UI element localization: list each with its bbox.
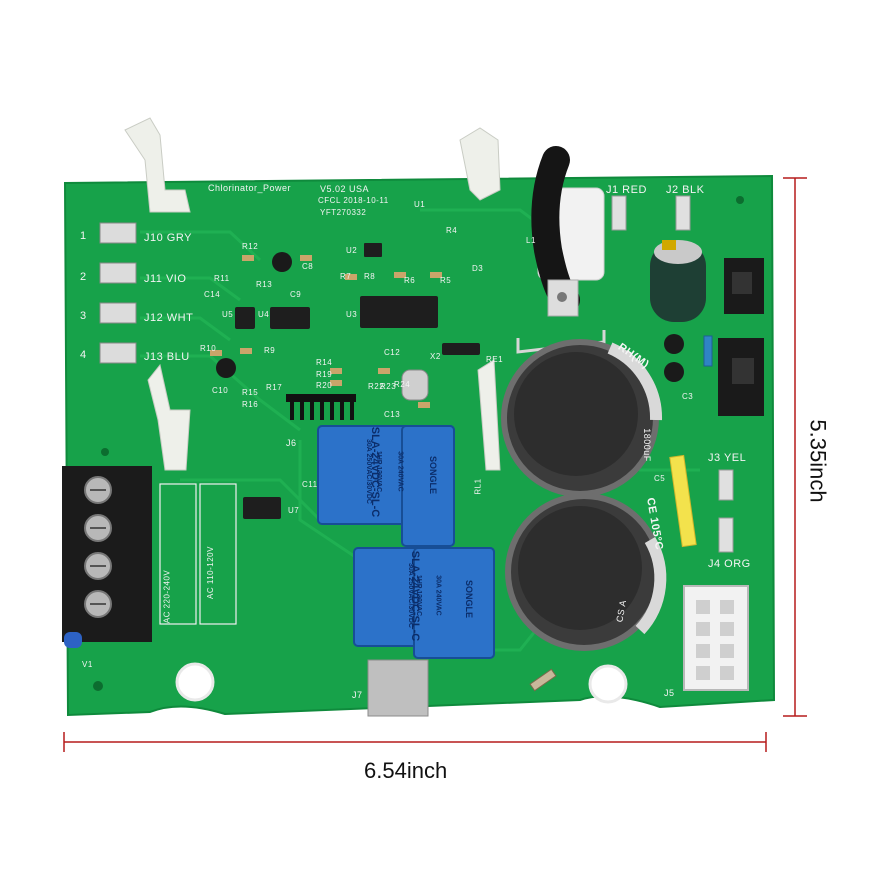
- connector-2-number: 2: [80, 271, 87, 283]
- left-spade-connectors: [99, 222, 137, 364]
- relay-lower-rating-3: 30A 240VAC: [434, 575, 442, 616]
- refdes-r10: R10: [200, 344, 217, 353]
- terminal-block: [62, 466, 152, 642]
- refdes-r11: R11: [214, 274, 230, 283]
- width-dimension-label: 6.54inch: [364, 758, 448, 783]
- width-dimension-line: [63, 732, 767, 752]
- connector-j12-label: J12 WHT: [144, 312, 194, 324]
- axial-resistor-1: [703, 335, 713, 367]
- refdes-r6: R6: [404, 276, 416, 285]
- connector-j6-label: J6: [286, 438, 297, 448]
- board-version-label: V5.02 USA: [320, 184, 370, 194]
- relay-lower-rating-2: 1HP 120VAC: [415, 574, 423, 617]
- connector-j4-label: J4 ORG: [708, 558, 751, 570]
- refdes-c14: C14: [204, 290, 221, 299]
- integrated-circuits: [235, 243, 480, 519]
- connector-j5-label: J5: [664, 688, 675, 698]
- refdes-u1: U1: [414, 200, 426, 209]
- refdes-r20: R20: [316, 381, 333, 390]
- connector-j2-label: J2 BLK: [666, 184, 705, 196]
- relay-lower-brand: SONGLE: [464, 579, 475, 619]
- refdes-d3: D3: [472, 264, 484, 273]
- relay-upper-rating-2: 1HP 120VAC: [375, 450, 383, 493]
- refdes-r19: R19: [316, 370, 333, 379]
- refdes-r23: R23: [380, 382, 397, 391]
- pin-header: [286, 394, 356, 420]
- refdes-r7: R7: [340, 272, 352, 281]
- refdes-c3: C3: [682, 392, 694, 401]
- small-electrolytic-capacitors: [216, 252, 684, 382]
- refdes-c9: C9: [290, 290, 302, 299]
- refdes-re1: RE1: [486, 355, 504, 364]
- refdes-u4: U4: [258, 310, 270, 319]
- refdes-l1: L1: [526, 236, 536, 245]
- board-serial-label: YFT270332: [320, 208, 367, 217]
- bulk-capacitor-lower: [505, 493, 667, 651]
- power-transistors: [718, 258, 764, 416]
- bulk-capacitor-upper: [501, 339, 663, 497]
- refdes-u2: U2: [346, 246, 358, 255]
- mounting-holes: [93, 196, 744, 704]
- capacitor-upper-value: 1800uF: [641, 428, 652, 462]
- inductor-l1: [531, 146, 605, 317]
- fuse: [669, 454, 697, 548]
- right-spade-connectors: [611, 195, 734, 553]
- refdes-x2: X2: [430, 352, 441, 361]
- refdes-r22: R22: [368, 382, 385, 391]
- refdes-r16: R16: [242, 400, 259, 409]
- ac-voltage-selector-outline: [159, 483, 237, 625]
- relay-lower-rating-1: 30A 250VAC/30VDC: [406, 563, 414, 628]
- connector-j10-label: J10 GRY: [144, 232, 192, 244]
- relay-lower: [353, 547, 495, 659]
- height-dimension-label: 5.35inch: [805, 419, 831, 503]
- refdes-c5: C5: [654, 474, 666, 483]
- relay-upper: [317, 425, 455, 547]
- refdes-r8: R8: [364, 272, 376, 281]
- varistor: [64, 632, 82, 648]
- refdes-rl1: RL1: [473, 478, 483, 495]
- connector-j7-label: J7: [352, 690, 363, 700]
- board-date-label: CFCL 2018-10-11: [318, 196, 389, 205]
- smd-components: [210, 255, 442, 408]
- j7-port: [367, 659, 429, 717]
- refdes-r14: R14: [316, 358, 333, 367]
- height-dimension-line: [783, 177, 807, 717]
- axial-resistor-2: [529, 668, 557, 692]
- refdes-c10: C10: [212, 386, 229, 395]
- connector-j1-label: J1 RED: [606, 184, 647, 196]
- refdes-r13: R13: [256, 280, 273, 289]
- refdes-c12: C12: [384, 348, 401, 357]
- connector-j13-label: J13 BLU: [144, 351, 190, 363]
- refdes-u5: U5: [222, 310, 234, 319]
- refdes-u3: U3: [346, 310, 358, 319]
- connector-4-number: 4: [80, 349, 87, 361]
- ac-low-label: AC 110-120V: [205, 546, 215, 599]
- refdes-c13: C13: [384, 410, 401, 419]
- electrolytic-capacitor-small: [650, 240, 706, 322]
- connector-3-number: 3: [80, 310, 87, 322]
- refdes-r12: R12: [242, 242, 259, 251]
- refdes-c11: C11: [302, 480, 318, 489]
- connector-j11-label: J11 VIO: [144, 273, 187, 285]
- board-model-label: Chlorinator_Power: [208, 183, 292, 193]
- relay-upper-brand: SONGLE: [428, 455, 439, 495]
- relay-upper-rating-1: 30A 250VAC/30VDC: [364, 439, 372, 504]
- refdes-r5: R5: [440, 276, 452, 285]
- relay-upper-rating-3: 30A 240VAC: [396, 451, 404, 492]
- refdes-r4: R4: [446, 226, 458, 235]
- refdes-r15: R15: [242, 388, 259, 397]
- refdes-r17: R17: [266, 383, 283, 392]
- crystal-oscillator: [401, 369, 429, 401]
- refdes-v1: V1: [82, 660, 93, 669]
- connector-1-number: 1: [80, 230, 87, 242]
- connector-j3-label: J3 YEL: [708, 452, 747, 464]
- j5-connector: [683, 585, 749, 691]
- refdes-c8: C8: [302, 262, 314, 271]
- refdes-r9: R9: [264, 346, 276, 355]
- standoff-clips: [124, 117, 501, 471]
- refdes-u7: U7: [288, 506, 300, 515]
- refdes-r24: R24: [394, 380, 411, 389]
- ac-high-label: AC 220-240V: [162, 569, 172, 624]
